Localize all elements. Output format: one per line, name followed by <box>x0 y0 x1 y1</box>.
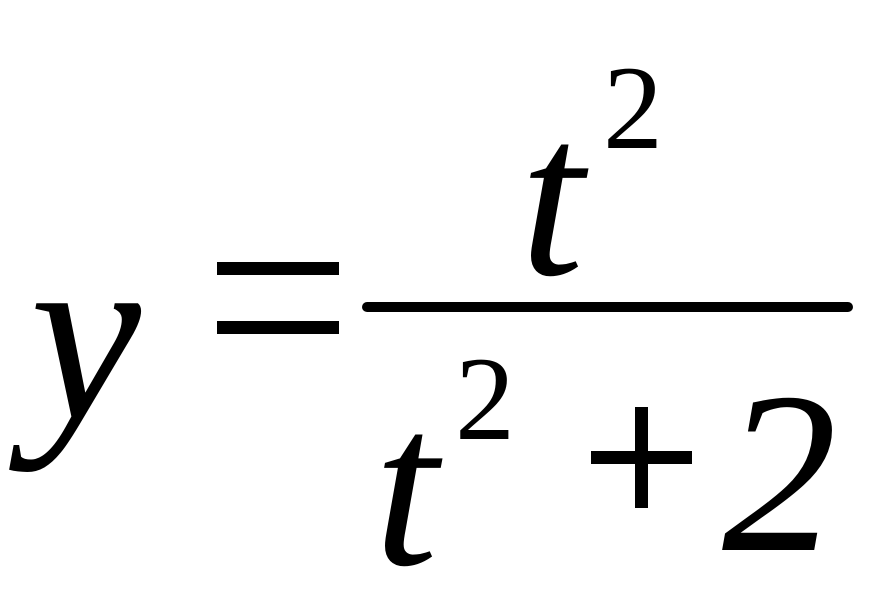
denominator-constant: 2 <box>722 345 837 600</box>
denominator-base: t <box>374 359 438 614</box>
plus-sign <box>591 407 692 508</box>
numerator-base: t <box>520 69 584 324</box>
equals-bottom-bar <box>217 321 339 334</box>
denominator-exponent: 2 <box>455 332 515 465</box>
lhs-variable: y <box>30 196 141 473</box>
formula: y t 2 t 2 2 <box>30 41 853 602</box>
fraction-bar <box>362 302 853 312</box>
equals-top-bar <box>217 262 339 275</box>
plus-vertical-stroke <box>635 407 648 508</box>
equals-sign <box>217 262 339 334</box>
numerator-exponent: 2 <box>603 41 663 174</box>
